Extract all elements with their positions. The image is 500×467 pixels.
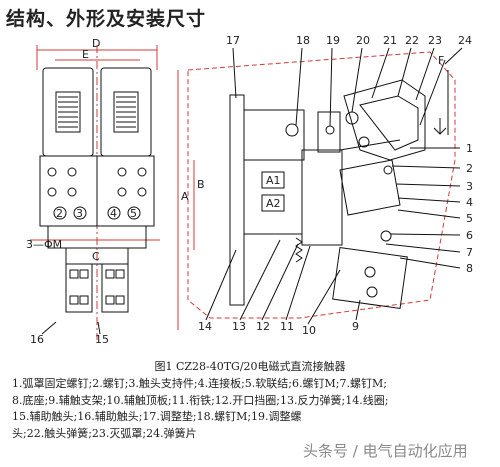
callout-3: 3 xyxy=(466,180,473,193)
figure-caption: 图1 CZ28-40TG/20电磁式直流接触器 xyxy=(154,360,346,373)
callout-9: 9 xyxy=(352,320,359,333)
callout-8: 8 xyxy=(466,262,473,275)
callout-23: 23 xyxy=(428,34,442,47)
callout-2: 2 xyxy=(466,162,473,175)
callout-10: 10 xyxy=(302,324,316,337)
callout-1: 1 xyxy=(466,142,473,155)
callout-18: 18 xyxy=(296,34,310,47)
callout-19: 19 xyxy=(326,34,340,47)
callout-22: 22 xyxy=(405,34,419,47)
callout-24: 24 xyxy=(458,34,472,47)
callout-4: 4 xyxy=(466,196,473,209)
legend-line: 8.底座;9.辅触支架;10.辅触顶板;11.衔铁;12.开口挡圈;13.反力弹… xyxy=(12,393,389,407)
callout-13: 13 xyxy=(232,320,246,333)
bottom-callouts: 14 13 12 11 10 9 xyxy=(198,239,361,337)
dim-label-c: C xyxy=(92,250,100,263)
dim-label-a: A xyxy=(181,190,189,203)
dim-label-e: E xyxy=(82,48,89,61)
legend-line: 15.辅助触头;16.辅助触头;17.调整垫;18.螺钉M;19.调整螺 xyxy=(12,410,302,423)
callout-6: 6 xyxy=(466,229,473,242)
callout-16: 16 xyxy=(30,333,44,346)
callout-12: 12 xyxy=(256,320,270,333)
callout-7: 7 xyxy=(466,246,473,259)
side-view: A B F A1 A2 xyxy=(177,34,473,337)
callout-15: 15 xyxy=(95,333,109,346)
page-title: 结构、外形及安装尺寸 xyxy=(6,8,207,30)
top-callouts: 17 18 19 20 21 22 23 24 xyxy=(226,34,472,127)
dim-label-mount-holes: 3—ΦM xyxy=(26,238,62,251)
plate-label-a1: A1 xyxy=(266,174,281,187)
callout-17: 17 xyxy=(226,34,240,47)
dim-label-b: B xyxy=(197,178,205,191)
callout-21: 21 xyxy=(383,34,397,47)
callout-14: 14 xyxy=(198,320,212,333)
right-callouts: 1 2 3 4 5 6 7 8 xyxy=(385,142,473,275)
dim-label-f: F xyxy=(438,54,444,67)
legend-line: 头;22.触头弹簧;23.灭弧罩;24.弹簧片 xyxy=(12,426,197,440)
plate-label-a2: A2 xyxy=(266,197,281,210)
callout-20: 20 xyxy=(356,34,370,47)
front-view: D E 2 xyxy=(26,37,160,346)
contactor-drawing: D E 2 xyxy=(26,34,473,346)
terminal-number-2: 3 xyxy=(76,207,83,220)
terminal-number-3: 4 xyxy=(110,207,117,220)
dim-label-d: D xyxy=(92,37,100,50)
legend-line: 1.弧罩固定螺钉;2.螺钉;3.触头支持件;4.连接板;5.软联结;6.螺钉M;… xyxy=(12,377,387,390)
parts-legend: 1.弧罩固定螺钉;2.螺钉;3.触头支持件;4.连接板;5.软联结;6.螺钉M;… xyxy=(12,376,496,442)
callout-5: 5 xyxy=(466,212,473,225)
callout-11: 11 xyxy=(280,320,294,333)
terminal-number-1: 2 xyxy=(56,207,63,220)
watermark: 头条号 / 电气自动化应用 xyxy=(300,440,471,461)
terminal-number-4: 5 xyxy=(130,207,137,220)
